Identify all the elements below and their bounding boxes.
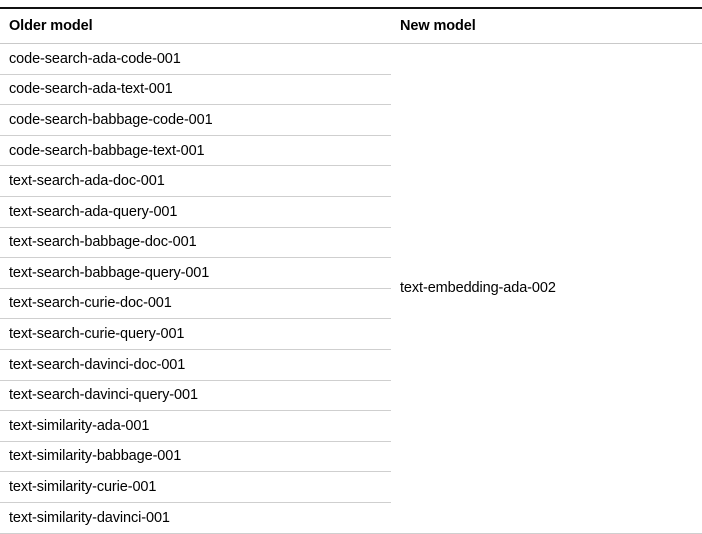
table-row: text-search-ada-doc-001 — [0, 165, 702, 197]
table-row: code-search-babbage-code-001 — [0, 104, 702, 136]
table-row: code-search-babbage-text-001 — [0, 135, 702, 167]
older-model-cell: text-similarity-ada-001 — [0, 410, 391, 442]
table-body: code-search-ada-code-001 text-embedding-… — [0, 43, 702, 534]
older-model-cell: code-search-ada-text-001 — [0, 74, 391, 106]
column-header-new-model: New model — [391, 8, 702, 44]
older-model-cell: text-search-ada-doc-001 — [0, 165, 391, 197]
older-model-cell: text-search-babbage-doc-001 — [0, 227, 391, 259]
table-row: text-similarity-ada-001 — [0, 410, 702, 442]
table-row: text-similarity-babbage-001 — [0, 441, 702, 473]
table-row: text-search-ada-query-001 — [0, 196, 702, 228]
older-model-cell: text-similarity-babbage-001 — [0, 441, 391, 473]
older-model-cell: code-search-babbage-text-001 — [0, 135, 391, 167]
table-header: Older model New model — [0, 8, 702, 44]
older-model-cell: text-search-davinci-doc-001 — [0, 349, 391, 381]
table-row: text-search-babbage-doc-001 — [0, 227, 702, 259]
table-row: text-search-davinci-doc-001 — [0, 349, 702, 381]
table-row: code-search-ada-code-001 text-embedding-… — [0, 43, 702, 534]
older-model-cell: text-search-curie-doc-001 — [0, 288, 391, 320]
table-row: text-search-curie-query-001 — [0, 318, 702, 350]
table-header-row: Older model New model — [0, 8, 702, 44]
table-row: text-search-curie-doc-001 — [0, 288, 702, 320]
column-header-older-model: Older model — [0, 8, 391, 44]
table-row: text-search-davinci-query-001 — [0, 380, 702, 412]
table-row: text-similarity-curie-001 — [0, 471, 702, 503]
older-model-cell: text-search-babbage-query-001 — [0, 257, 391, 289]
older-model-cell: text-search-ada-query-001 — [0, 196, 391, 228]
older-model-cell: code-search-ada-code-001 — [0, 43, 391, 75]
older-model-cell: text-similarity-curie-001 — [0, 471, 391, 503]
older-model-cell: code-search-babbage-code-001 — [0, 104, 391, 136]
older-model-cell: text-search-davinci-query-001 — [0, 380, 391, 412]
older-model-cell: text-search-curie-query-001 — [0, 318, 391, 350]
model-comparison-table: Older model New model code-search-ada-co… — [0, 7, 702, 534]
new-model-cell: text-embedding-ada-002 — [391, 43, 702, 534]
older-model-cell: text-similarity-davinci-001 — [0, 502, 391, 534]
table-row: text-search-babbage-query-001 — [0, 257, 702, 289]
table-row: code-search-ada-text-001 — [0, 74, 702, 106]
